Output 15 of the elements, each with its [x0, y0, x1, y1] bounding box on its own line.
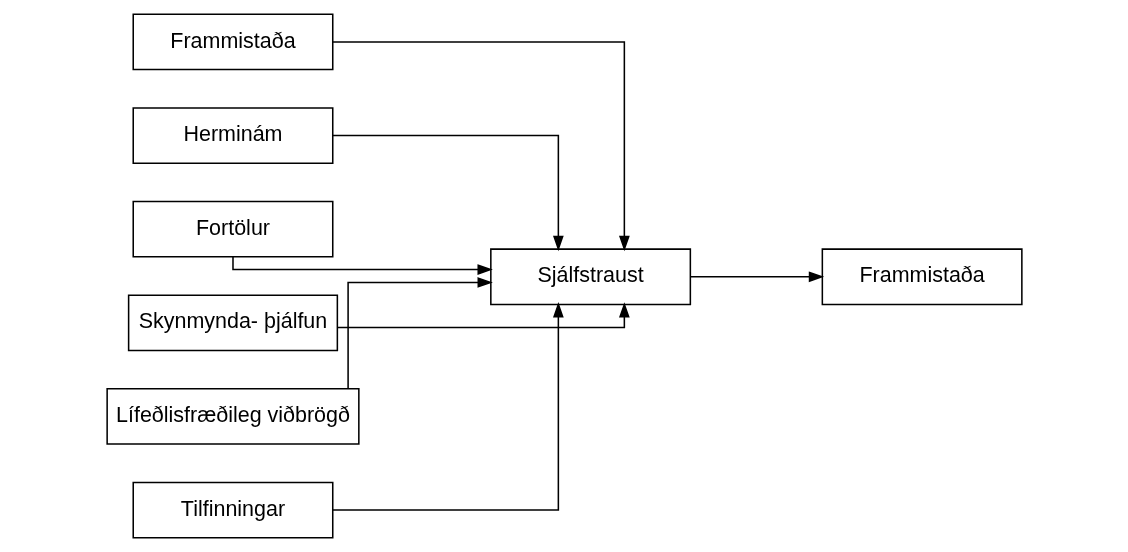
node-box: Herminám: [131, 107, 333, 164]
arrow: [331, 302, 564, 511]
node-box: Fortölur: [131, 200, 333, 258]
node-box: Frammistaða: [821, 248, 1023, 306]
arrow: [346, 277, 493, 390]
arrow: [689, 271, 824, 283]
node-box: Frammistaða: [131, 13, 333, 71]
node-box: Tilfinningar: [131, 481, 333, 539]
node-box: Skynmynda- þjálfun: [127, 294, 338, 352]
arrow: [331, 41, 630, 252]
arrow: [331, 134, 564, 252]
arrow: [336, 302, 630, 329]
node-box: Sjálfstraust: [489, 248, 691, 306]
node-box: Lífeðlisfræðileg viðbrögð: [105, 388, 360, 445]
arrow: [231, 256, 493, 275]
